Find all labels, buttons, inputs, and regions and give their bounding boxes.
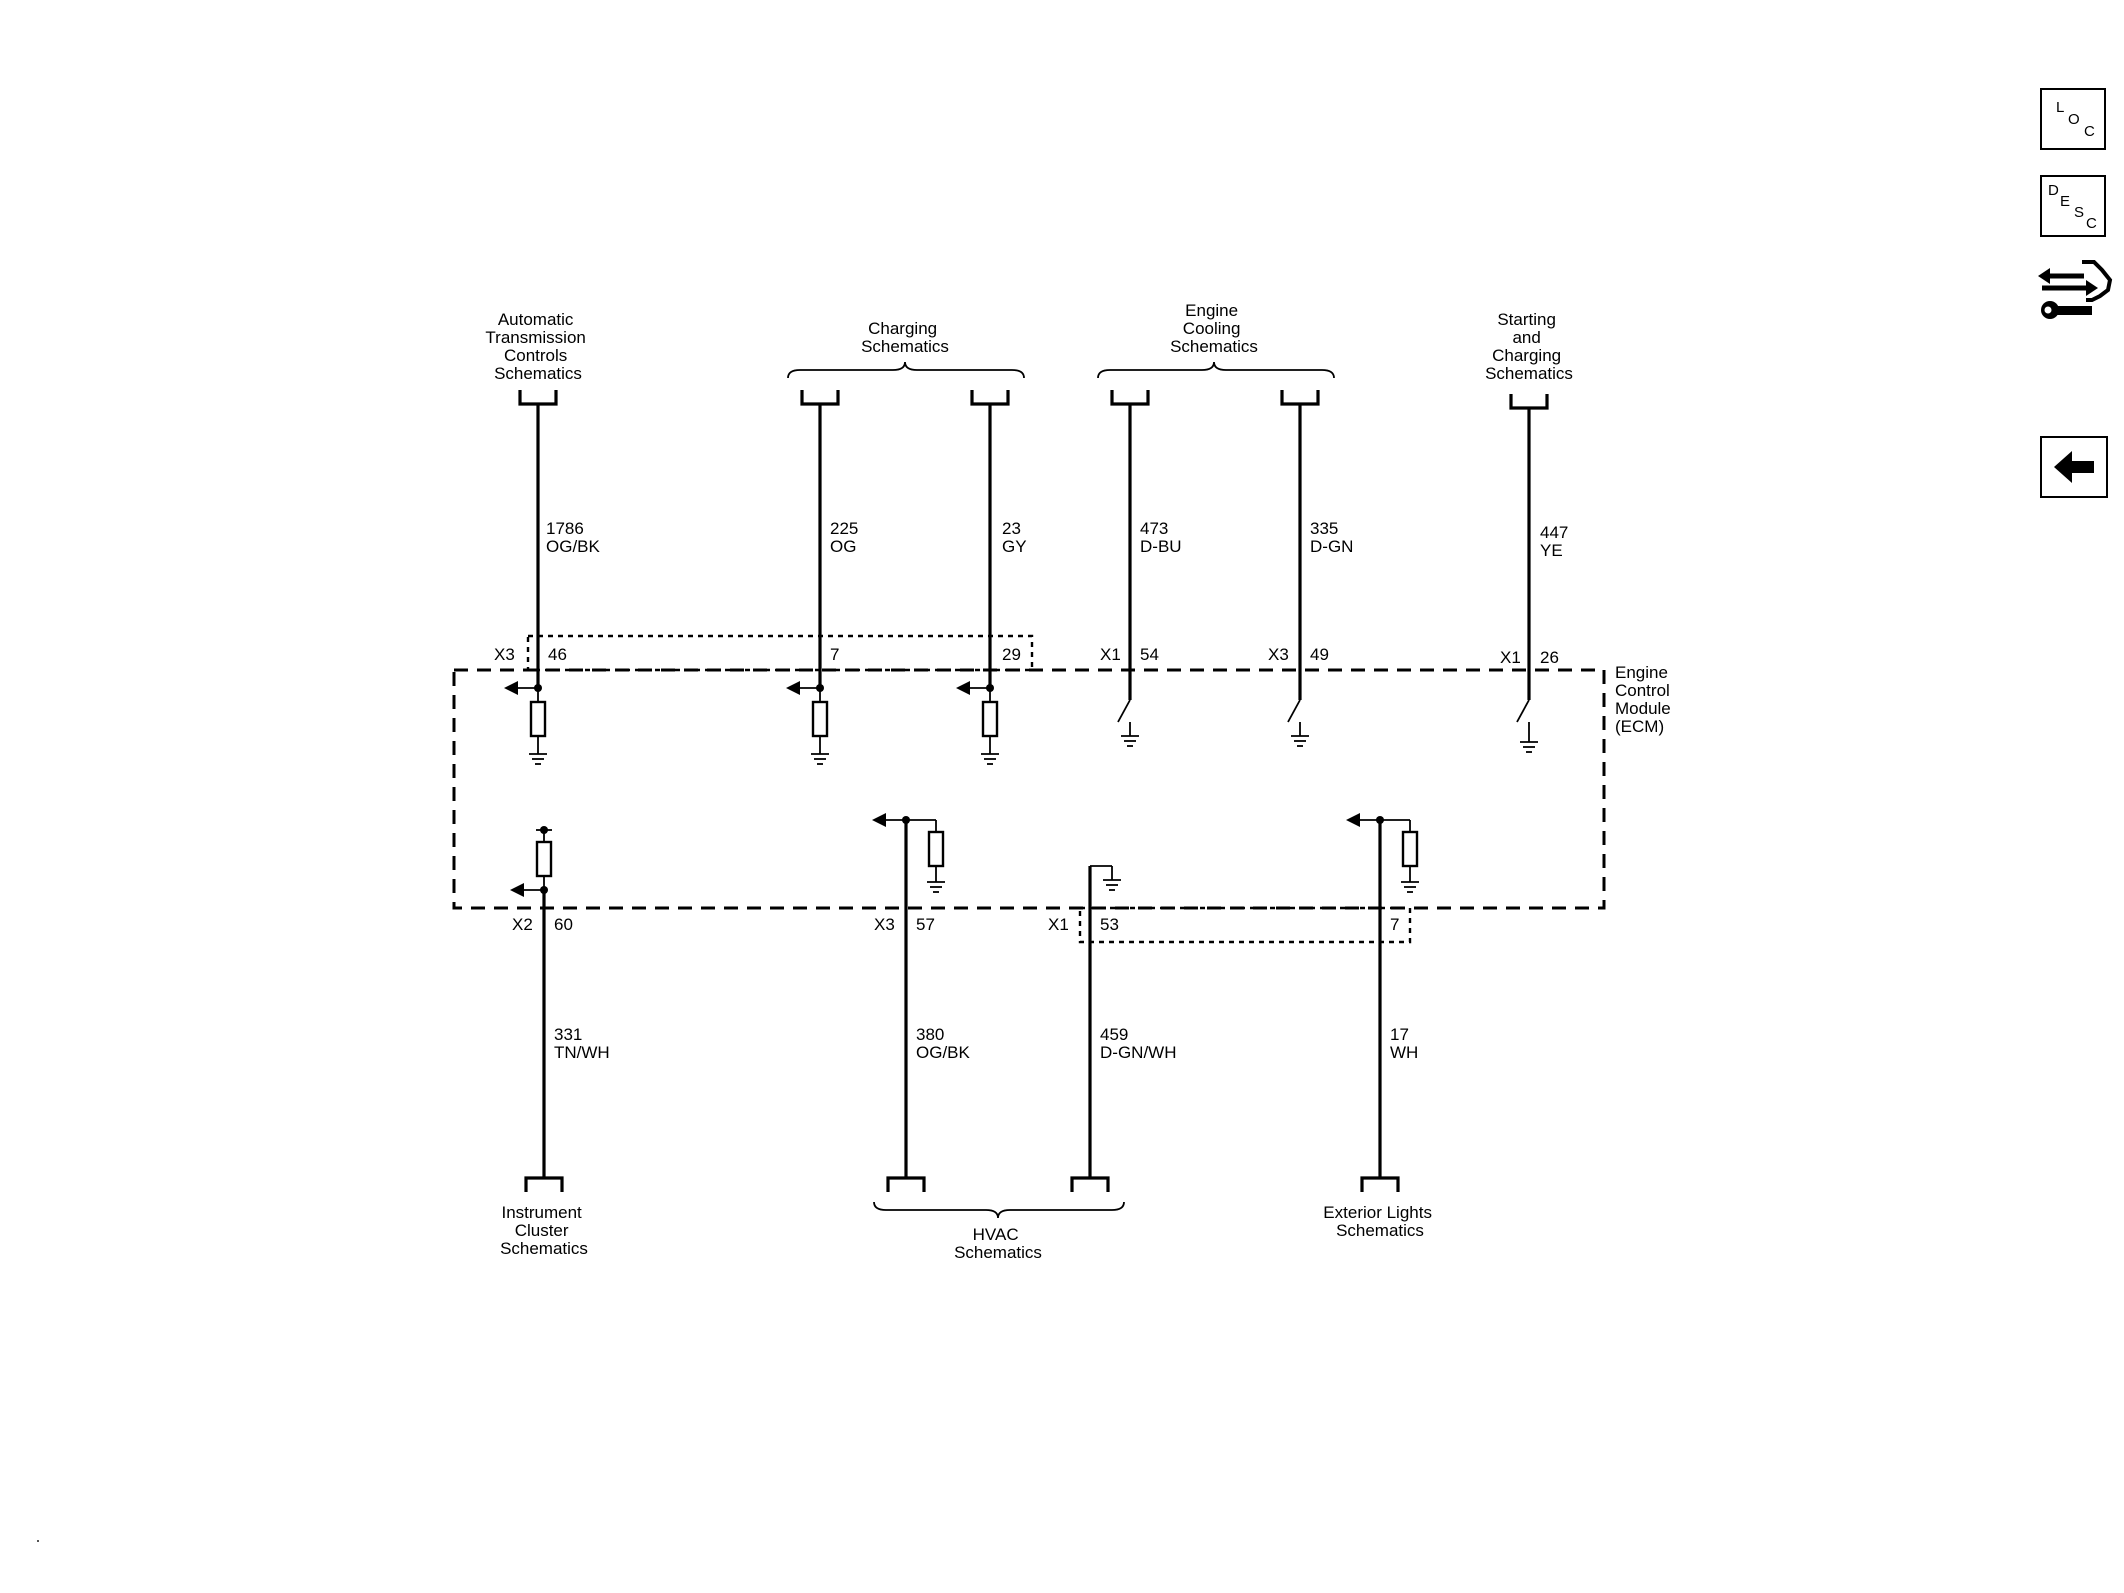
wire-331: X2 60 331 TN/WH xyxy=(510,826,610,1194)
ecm-label: Engine Control Module (ECM) xyxy=(1615,663,1676,736)
left-arrow-icon xyxy=(2054,451,2094,483)
svg-text:D-GN/WH: D-GN/WH xyxy=(1100,1043,1176,1062)
wire-225: 225 OG 7 xyxy=(786,388,858,765)
svg-text:46: 46 xyxy=(548,645,567,664)
svg-text:X2: X2 xyxy=(512,915,533,934)
svg-text:459: 459 xyxy=(1100,1025,1128,1044)
connector-wrench-icon[interactable] xyxy=(2036,256,2116,332)
svg-text:WH: WH xyxy=(1390,1043,1418,1062)
corner-dot xyxy=(37,1540,39,1542)
svg-text:X1: X1 xyxy=(1100,645,1121,664)
desc-button[interactable]: D E S C xyxy=(2040,175,2106,237)
svg-text:7: 7 xyxy=(830,645,839,664)
svg-text:29: 29 xyxy=(1002,645,1021,664)
cooling-brace xyxy=(1097,361,1335,379)
svg-text:GY: GY xyxy=(1002,537,1027,556)
svg-text:60: 60 xyxy=(554,915,573,934)
wire-473: 473 D-BU X1 54 xyxy=(1100,388,1182,747)
svg-text:331: 331 xyxy=(554,1025,582,1044)
connector-shell-x3-top xyxy=(526,634,1034,672)
svg-text:OG: OG xyxy=(830,537,856,556)
svg-text:54: 54 xyxy=(1140,645,1159,664)
dest-instrument-label: Instrument Cluster Schematics xyxy=(500,1203,588,1258)
svg-text:26: 26 xyxy=(1540,648,1559,667)
dest-cooling-label: Engine Cooling Schematics xyxy=(1170,301,1258,356)
dest-atc-label: Automatic Transmission Controls Schemati… xyxy=(485,310,590,383)
wire-459: X1 53 459 D-GN/WH xyxy=(1048,865,1176,1194)
wire-335: 335 D-GN X3 49 xyxy=(1268,388,1353,747)
wire-1786: 1786 OG/BK X3 46 xyxy=(494,388,601,765)
svg-text:OG/BK: OG/BK xyxy=(916,1043,971,1062)
svg-text:X3: X3 xyxy=(494,645,515,664)
svg-text:49: 49 xyxy=(1310,645,1329,664)
svg-text:1786: 1786 xyxy=(546,519,584,538)
svg-text:57: 57 xyxy=(916,915,935,934)
svg-text:7: 7 xyxy=(1390,915,1399,934)
wire-380: X3 57 380 OG/BK xyxy=(872,813,971,1194)
connector-shell-x1-bottom xyxy=(1078,906,1412,944)
svg-text:17: 17 xyxy=(1390,1025,1409,1044)
svg-text:OG/BK: OG/BK xyxy=(546,537,601,556)
wire-17: 7 17 WH xyxy=(1346,813,1420,1194)
svg-text:473: 473 xyxy=(1140,519,1168,538)
svg-text:YE: YE xyxy=(1540,541,1563,560)
wire-23: 23 GY 29 xyxy=(956,388,1027,765)
svg-text:X1: X1 xyxy=(1500,648,1521,667)
dest-exterior-label: Exterior Lights Schematics xyxy=(1323,1203,1436,1240)
svg-text:X3: X3 xyxy=(874,915,895,934)
svg-text:335: 335 xyxy=(1310,519,1338,538)
hvac-brace xyxy=(873,1201,1125,1219)
wire-447: 447 YE X1 26 xyxy=(1500,392,1568,753)
svg-text:225: 225 xyxy=(830,519,858,538)
svg-text:TN/WH: TN/WH xyxy=(554,1043,610,1062)
dest-charging-label: Charging Schematics xyxy=(861,319,949,356)
svg-text:380: 380 xyxy=(916,1025,944,1044)
dest-starting-label: Starting and Charging Schematics xyxy=(1485,310,1573,383)
back-button[interactable] xyxy=(2040,436,2108,498)
svg-text:53: 53 xyxy=(1100,915,1119,934)
svg-text:X1: X1 xyxy=(1048,915,1069,934)
svg-text:D-BU: D-BU xyxy=(1140,537,1182,556)
ecm-boundary xyxy=(452,668,1606,910)
svg-text:447: 447 xyxy=(1540,523,1568,542)
svg-text:23: 23 xyxy=(1002,519,1021,538)
svg-text:D-GN: D-GN xyxy=(1310,537,1353,556)
dest-hvac-label: HVAC Schematics xyxy=(954,1225,1042,1262)
svg-text:X3: X3 xyxy=(1268,645,1289,664)
charging-brace xyxy=(787,361,1025,379)
loc-button[interactable]: L O C xyxy=(2040,88,2106,150)
